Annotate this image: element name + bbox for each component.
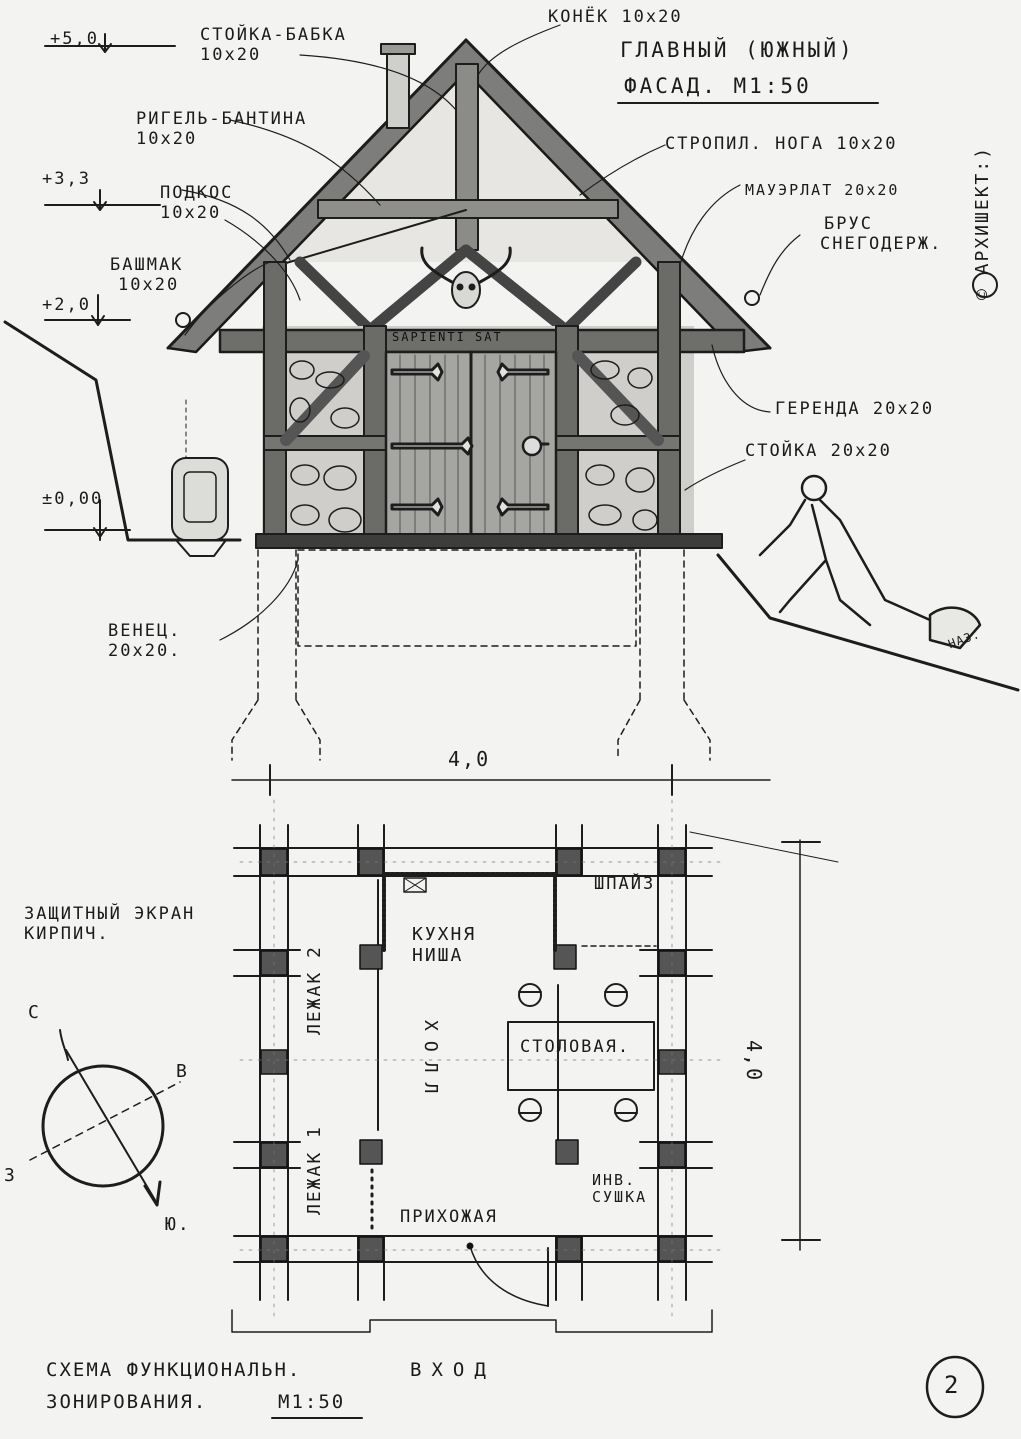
copyright-mark: © АРХИШЕКТ:) (972, 145, 993, 300)
ground-right (716, 553, 1020, 692)
dining-table (507, 1021, 655, 1091)
room-dining: СТОЛОВАЯ. (520, 1037, 631, 1057)
floor-plan (231, 764, 839, 1333)
compass-west: З (4, 1165, 17, 1186)
callout-mauerlat: МАУЭРЛАТ 20х20 (745, 181, 900, 199)
callout-bashmak: БАШМАК 10х20 (110, 255, 184, 295)
foundation-outline (231, 549, 711, 761)
facade-title-line1: ГЛАВНЫЙ (ЮЖНЫЙ) (620, 38, 855, 62)
callout-stoyka: СТОЙКА 20х20 (745, 441, 892, 461)
compass-north: С (28, 1002, 41, 1023)
room-holl: ХОЛЛ (420, 1020, 441, 1104)
room-kitchen: КУХНЯ НИША (412, 924, 477, 966)
callout-stoyka-babka: СТОЙКА-БАБКА 10х20 (200, 25, 347, 65)
callout-konek: КОНЁК 10х20 (548, 7, 683, 27)
king-post (455, 63, 479, 251)
room-hallway: ПРИХОЖАЯ (400, 1207, 498, 1227)
room-inventory-drying: ИНВ. СУШКА (592, 1171, 648, 1207)
sill-beam (255, 533, 723, 549)
footer-scale: М1:50 (278, 1391, 346, 1413)
compass-south: Ю. (165, 1214, 191, 1235)
brick-screen (382, 872, 558, 952)
page-number-circle (925, 1355, 985, 1419)
facade-title-line2: ФАСАД. М1:50 (624, 74, 812, 98)
footer-title-line1: СХЕМА ФУНКЦИОНАЛЬН. (46, 1359, 302, 1381)
callout-rigel: РИГЕЛЬ-БАНТИНА 10х20 (136, 109, 308, 149)
callout-stropil: СТРОПИЛ. НОГА 10х20 (665, 134, 898, 154)
level-low: +2,0 (42, 295, 91, 315)
callout-podkos: ПОДКОС 10х20 (160, 183, 234, 223)
room-shpaiz: ШПАЙЗ (594, 874, 656, 894)
room-lezhak-1: ЛЕЖАК 1 (304, 1125, 325, 1215)
label-entry: ВХОД (410, 1359, 496, 1381)
barrel (171, 457, 229, 557)
level-mid: +3,3 (42, 169, 91, 189)
callout-venets: ВЕНЕЦ. 20х20. (108, 621, 182, 661)
level-zero: ±0,00 (42, 489, 104, 509)
plan-depth-dimension: 4,0 (742, 1040, 766, 1083)
collar-beam (317, 199, 619, 219)
facade-elevation (3, 24, 1020, 761)
chairs (518, 983, 638, 1122)
footer-title-line2: ЗОНИРОВАНИЯ. (46, 1391, 208, 1413)
stone-infill (289, 360, 658, 533)
north-compass (29, 1029, 181, 1207)
callout-gerenda: ГЕРЕНДА 20х20 (775, 399, 935, 419)
ox-skull-ornament (420, 246, 512, 309)
person-figure (758, 474, 982, 650)
door-ring-handle (521, 435, 543, 457)
label-brick-screen: ЗАЩИТНЫЙ ЭКРАН КИРПИЧ. (24, 904, 196, 944)
level-markers (44, 33, 176, 541)
page-number: 2 (944, 1371, 959, 1399)
plan-width-dimension: 4,0 (448, 747, 491, 771)
callout-leaders (181, 24, 801, 641)
room-lezhak-2: ЛЕЖАК 2 (304, 945, 325, 1035)
door-sign: SAPIENTI SAT (392, 330, 503, 344)
callout-brus: БРУС СНЕГОДЕРЖ. (820, 214, 943, 254)
level-top: +5,0 (50, 29, 99, 49)
compass-east: В (176, 1061, 189, 1082)
chimney (386, 49, 410, 129)
